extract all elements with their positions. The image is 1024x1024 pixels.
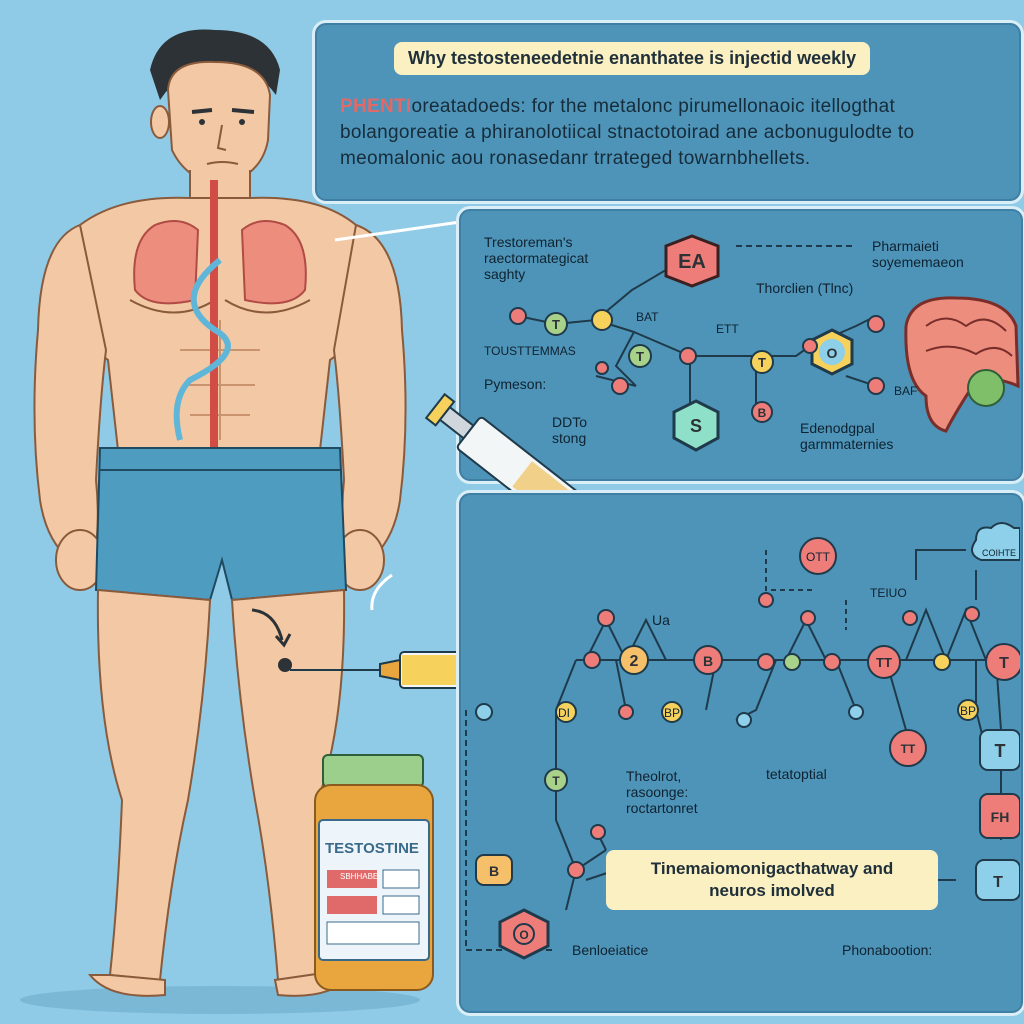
node-di: [555, 701, 577, 723]
pathway-summary-pill: Tinemaiomonigacthatway and neuros imolve…: [606, 850, 938, 910]
lung-right: [240, 220, 307, 305]
label-testing: TOUSTTEMMAS: [484, 344, 576, 358]
label-bp: BP: [664, 706, 681, 720]
tt-node-label: TT: [876, 655, 892, 670]
bottle-label: TESTOSTINE: [325, 840, 419, 857]
t-lower-label: T: [995, 741, 1006, 761]
node-red-4: [802, 338, 818, 354]
label-thorection: Thorclien (Tlnc): [756, 280, 854, 296]
o-bottom-label: O: [519, 928, 528, 942]
square-t-bottom: [975, 859, 1020, 901]
b-path-label: B: [703, 653, 713, 669]
node-bp: [661, 701, 683, 723]
path-node-tt: [867, 645, 901, 679]
t-bottom-label: T: [993, 874, 1003, 891]
label-testosterone: Trestoreman's raectormategicat saghty: [484, 234, 589, 282]
lung-left: [133, 220, 200, 305]
node-green-t1: [544, 312, 568, 336]
label-ddto: DDTo stong: [552, 414, 588, 446]
o-node-label: O: [827, 345, 838, 361]
square-t-lower: [979, 729, 1020, 771]
b-bottom-label: B: [489, 863, 499, 879]
paragraph-highlight: PHENTI: [340, 96, 412, 117]
left-arm: [33, 223, 108, 562]
pathway-panel: [456, 490, 1024, 1016]
path-node-o1: [597, 609, 615, 627]
label-pharabotion: Phonabootion:: [842, 942, 933, 958]
node-red-1: [509, 307, 527, 325]
blood-vessel: [210, 180, 218, 450]
t2-node-label: T: [636, 349, 644, 364]
label-benloclatice: Benloeiatice: [572, 942, 649, 958]
top-panel-paragraph: PHENTIoreatadoeds: for the metalonc piru…: [340, 94, 1010, 172]
label-bat: BAT: [636, 310, 659, 324]
label-teiuo: TEIUO: [870, 586, 907, 600]
label-ua: Ua: [652, 612, 670, 628]
path-node-t-small: [544, 768, 568, 792]
square-fh: [979, 793, 1020, 839]
t3-node-label: T: [758, 355, 766, 370]
node-green-t2: [628, 344, 652, 368]
fh-label: FH: [991, 809, 1010, 825]
bottle-sublabel: SBHHABE: [340, 872, 379, 881]
label-cloud: COIHTE: [982, 548, 1017, 558]
node-red-2: [611, 377, 629, 395]
testosterone-bottle: [314, 754, 434, 991]
square-b-bottom: [475, 854, 513, 886]
path-node-t-right: [985, 643, 1020, 681]
label-theoriot: Theolrot, rasoonge: roctartonret: [626, 768, 698, 816]
node-bp2: [957, 699, 979, 721]
tt-lower-label: TT: [901, 742, 916, 756]
node-red-5: [867, 315, 885, 333]
node-red-7: [595, 361, 609, 375]
pathway-diagram: 2 B TT T TT T T FH T B O: [465, 522, 1020, 960]
s-node-label: S: [690, 416, 702, 436]
node-yellow-1: [591, 309, 613, 331]
label-tetatoptial: tetatoptial: [766, 766, 827, 782]
label-edenodgpal: Edenodgpal garmmaternies: [800, 420, 894, 452]
ea-hexagon: [664, 234, 720, 288]
label-di: DI: [558, 706, 570, 720]
t-right-label: T: [999, 655, 1009, 672]
brain-icon: [904, 296, 1020, 433]
ea-node-label: EA: [678, 251, 706, 273]
label-baf: BAF: [894, 384, 918, 398]
label-ott: OTT: [806, 550, 830, 564]
path-node-b: [693, 645, 723, 675]
label-bp2: BP: [960, 704, 977, 718]
paragraph-text: oreatadoeds: for the metalonc pirumellon…: [340, 96, 915, 169]
path-node-two: [619, 645, 649, 675]
node-red-3: [679, 347, 697, 365]
injection-site: [278, 658, 292, 672]
node-red-b: [751, 401, 773, 423]
t1-node-label: T: [552, 317, 560, 332]
t-small-label: T: [552, 774, 560, 788]
b-node-label: B: [758, 406, 767, 420]
molecule-diagram: EA S O T T T B: [509, 234, 1020, 452]
s-hexagon: [672, 399, 720, 452]
two-node-label: 2: [630, 653, 639, 670]
node-yellow-t3: [750, 350, 774, 374]
right-arm: [332, 223, 407, 562]
label-ett: ETT: [716, 322, 739, 336]
top-panel-title: Why testosteneedetnie enanthatee is inje…: [394, 42, 871, 75]
label-pharma-top-right: Pharmaieti soyememaeon: [872, 238, 964, 270]
cloud-shape: [971, 522, 1020, 561]
path-node-tt-lower: [889, 729, 927, 767]
node-red-6: [867, 377, 885, 395]
label-pymeson: Pymeson:: [484, 376, 547, 392]
